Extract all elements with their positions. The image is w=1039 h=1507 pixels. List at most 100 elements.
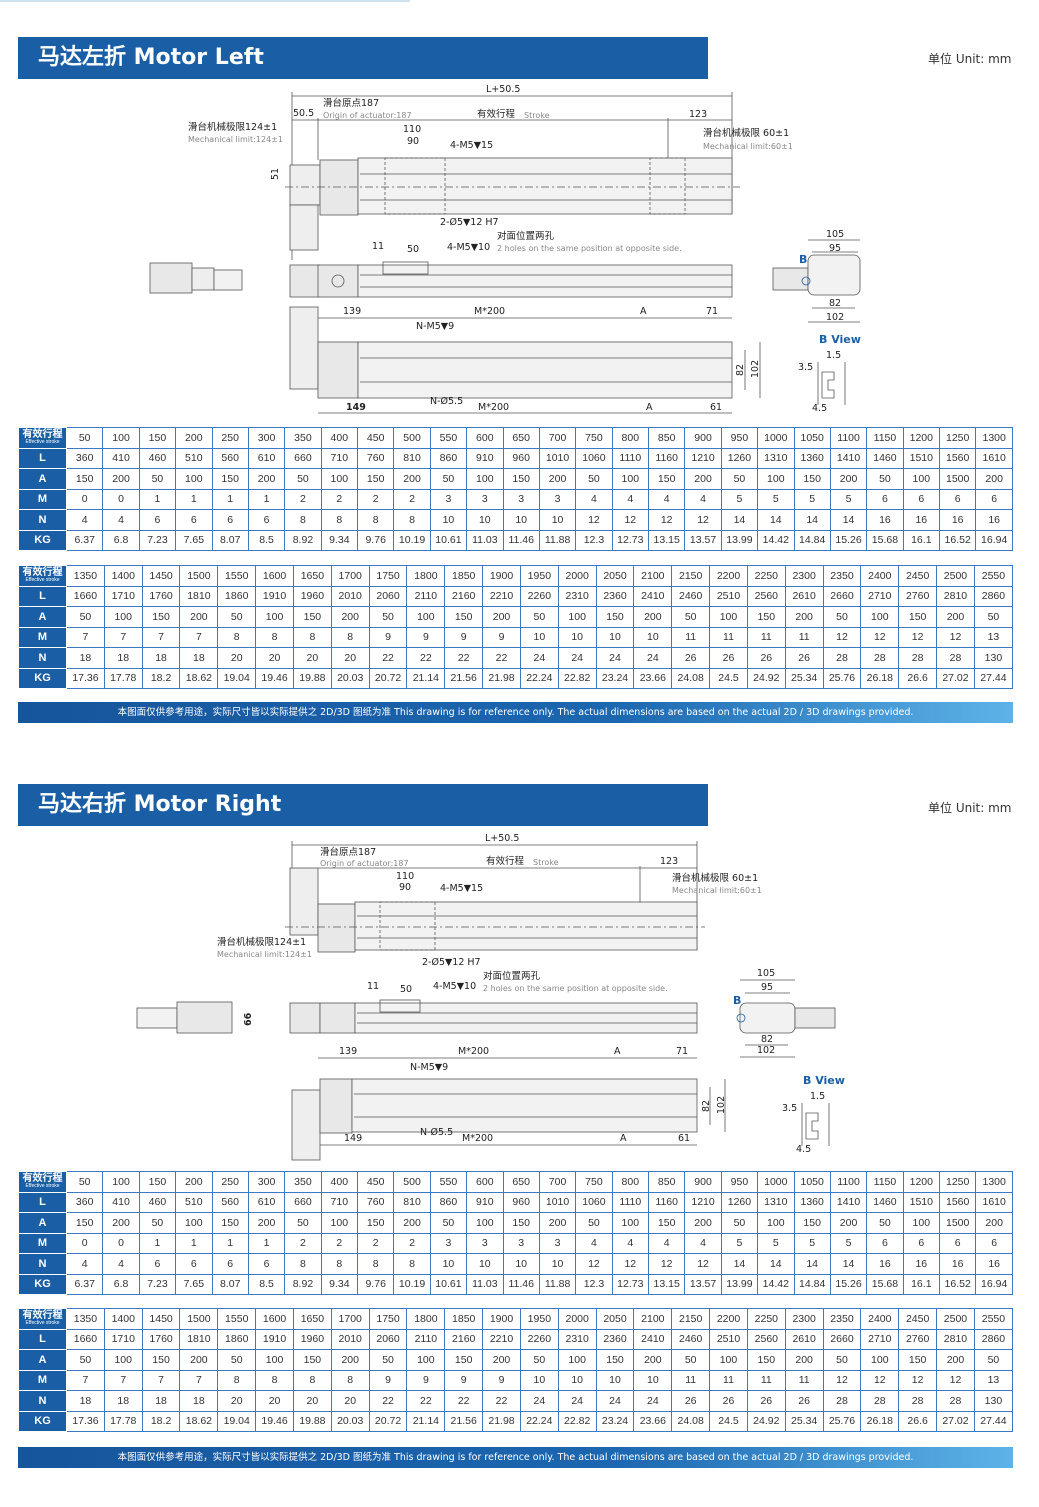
table-cell: 1500 (938, 468, 977, 490)
table-cell: 1860 (217, 585, 257, 607)
table-cell: 2160 (444, 585, 484, 607)
table-cell: 12 (898, 626, 938, 648)
table-cell: 24.92 (746, 667, 786, 689)
table-cell: 9.34 (320, 1273, 359, 1295)
table-cell: 16 (938, 509, 977, 531)
table-cell: 100 (611, 468, 650, 490)
table-cell: 19.88 (292, 1410, 332, 1432)
table-cell: 26 (709, 647, 748, 669)
table-cell: 22 (444, 647, 484, 669)
table-cell: 13.57 (684, 529, 722, 551)
table-cell: 26 (746, 1390, 786, 1412)
table-cell: 50 (429, 1212, 468, 1234)
table-cell: 50 (65, 427, 104, 449)
table-cell: 16.94 (975, 1273, 1013, 1295)
table-cell: 14 (829, 1253, 868, 1275)
table-cell: 50 (671, 606, 711, 628)
table-cell: 17.78 (103, 667, 143, 689)
table-cell: 2450 (898, 565, 938, 587)
table-cell: 200 (936, 606, 975, 628)
table-cell: 3 (429, 1232, 468, 1254)
table-cell: 28 (822, 647, 862, 669)
dim-71: 71 (706, 306, 719, 317)
table-cell: 200 (784, 606, 824, 628)
table-cell: 10 (519, 626, 559, 648)
table-cell: 24 (557, 1390, 597, 1412)
table-cell: 1250 (938, 427, 977, 449)
table-cell: 11 (671, 1369, 711, 1391)
table-cell: 150 (211, 1212, 249, 1234)
table-cell: 26 (671, 1390, 711, 1412)
stroke-label-en: Stroke (533, 858, 559, 867)
table-cell: 150 (793, 1212, 831, 1234)
table-cell: 16.1 (902, 1273, 941, 1295)
table-cell: 460 (138, 447, 177, 469)
table-cell: 12.73 (611, 529, 650, 551)
table-cell: 2300 (784, 1308, 824, 1330)
b-marker: B (733, 994, 742, 1007)
table-cell: 1400 (103, 565, 143, 587)
mech-limit-124-en: Mechanical limit:124±1 (217, 950, 312, 959)
table-cell: 750 (575, 427, 613, 449)
dim-82-side: 82 (735, 363, 746, 376)
table-cell: 8 (292, 626, 332, 648)
table-cell: 24 (595, 1390, 635, 1412)
table-cell: 22 (406, 647, 446, 669)
table-cell: 2050 (595, 565, 635, 587)
table-cell: 13.99 (720, 529, 759, 551)
dim-66: 66 (243, 1012, 254, 1026)
table-cell: 1260 (720, 447, 759, 469)
table-cell: 710 (320, 1191, 359, 1213)
table-cell: 10.61 (429, 1273, 468, 1295)
table-cell: 18 (141, 1390, 181, 1412)
table-cell: 9.34 (320, 529, 359, 551)
table-cell: 1060 (575, 1191, 613, 1213)
table-cell: 20 (292, 647, 332, 669)
table-cell: 1700 (330, 565, 370, 587)
table-cell: 22.82 (557, 667, 597, 689)
table-cell: 150 (898, 1349, 938, 1371)
row-header-sublabel: Effective stroke (25, 1320, 60, 1327)
mech-limit-60-en: Mechanical limit:60±1 (672, 886, 762, 895)
table-cell: 2860 (973, 585, 1014, 607)
dim-overall: L+50.5 (485, 833, 520, 844)
table-cell: 7.23 (138, 1273, 177, 1295)
table-cell: 10 (429, 509, 468, 531)
row-header-label: 有效行程 (22, 429, 63, 441)
table-cell: 1150 (866, 1171, 904, 1193)
table-cell: 130 (973, 1390, 1014, 1412)
row-header: L (18, 585, 67, 607)
table-cell: 8 (284, 509, 322, 531)
table-cell: 150 (444, 1349, 484, 1371)
table-cell: 1650 (292, 565, 332, 587)
table-cell: 50 (822, 1349, 862, 1371)
row-header-label: 有效行程 (22, 1173, 63, 1185)
table-cell: 200 (102, 468, 140, 490)
table-cell: 24 (595, 647, 635, 669)
table-cell: 660 (284, 1191, 322, 1213)
dim-m200: M*200 (474, 306, 506, 317)
table-cell: 12 (575, 509, 613, 531)
table-cell: 600 (466, 427, 504, 449)
table-cell: 1350 (66, 1308, 105, 1330)
table-cell: 1210 (684, 447, 722, 469)
table-cell: 26.6 (898, 667, 938, 689)
table-cell: 26 (671, 647, 711, 669)
table-cell: 350 (284, 1171, 322, 1193)
table-cell: 25.34 (784, 667, 824, 689)
table-cell: 14 (720, 509, 759, 531)
table-cell: 12.3 (575, 1273, 613, 1295)
table-cell: 2510 (709, 585, 748, 607)
table-cell: 660 (284, 447, 322, 469)
table-cell: 15.26 (829, 529, 868, 551)
table-cell: 550 (429, 1171, 468, 1193)
table-cell: 6 (975, 488, 1013, 510)
